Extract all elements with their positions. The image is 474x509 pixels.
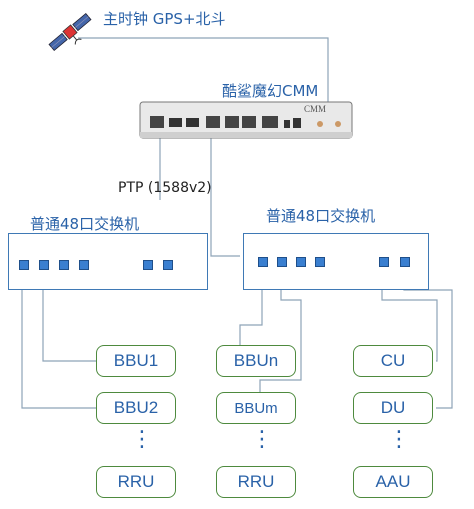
cmm-device-image xyxy=(139,101,353,139)
node-bbun: BBUn xyxy=(216,345,296,377)
right-switch-to-bbun-line xyxy=(239,268,263,345)
node-du: DU xyxy=(353,392,433,424)
cmm-badge: CMM xyxy=(304,104,327,114)
switch-right-port-2 xyxy=(277,257,287,267)
left-switch-to-bbu1-line xyxy=(42,268,96,362)
switch-right-port-5 xyxy=(379,257,389,267)
node-rru-middle: RRU xyxy=(216,466,296,498)
master-clock-label: 主时钟 GPS+北斗 xyxy=(103,10,226,28)
node-aau: AAU xyxy=(353,466,433,498)
right-col-ellipsis: ⋮ xyxy=(388,427,410,452)
node-bbu1: BBU1 xyxy=(96,345,176,377)
switch-right xyxy=(243,233,429,290)
node-bbu2: BBU2 xyxy=(96,392,176,424)
switch-right-port-6 xyxy=(400,257,410,267)
ptp-label: PTP (1588v2) xyxy=(118,180,212,196)
gps-to-cmm-line xyxy=(78,37,329,112)
switch-left-port-2 xyxy=(39,260,49,270)
switch-right-port-3 xyxy=(296,257,306,267)
left-col-ellipsis: ⋮ xyxy=(131,427,153,452)
switch-left-port-5 xyxy=(143,260,153,270)
node-bbum: BBUm xyxy=(216,392,296,424)
switch-right-port-4 xyxy=(315,257,325,267)
cmm-to-right-switch-line xyxy=(210,138,240,257)
switch-left-port-4 xyxy=(79,260,89,270)
right-switch-to-bbum-line xyxy=(259,268,302,393)
node-rru-left: RRU xyxy=(96,466,176,498)
switch-left-port-1 xyxy=(19,260,29,270)
switch-right-port-1 xyxy=(258,257,268,267)
left-switch-to-bbu2-line xyxy=(21,268,96,409)
satellite-icon xyxy=(48,12,92,52)
switch-left-port-6 xyxy=(163,260,173,270)
cmm-label: 酷鲨魔幻CMM xyxy=(222,82,319,100)
switch-left-label: 普通48口交换机 xyxy=(30,215,140,233)
middle-col-ellipsis: ⋮ xyxy=(251,427,273,452)
node-cu: CU xyxy=(353,345,433,377)
switch-left-port-3 xyxy=(59,260,69,270)
switch-right-label: 普通48口交换机 xyxy=(266,207,376,225)
switch-left xyxy=(8,233,208,290)
